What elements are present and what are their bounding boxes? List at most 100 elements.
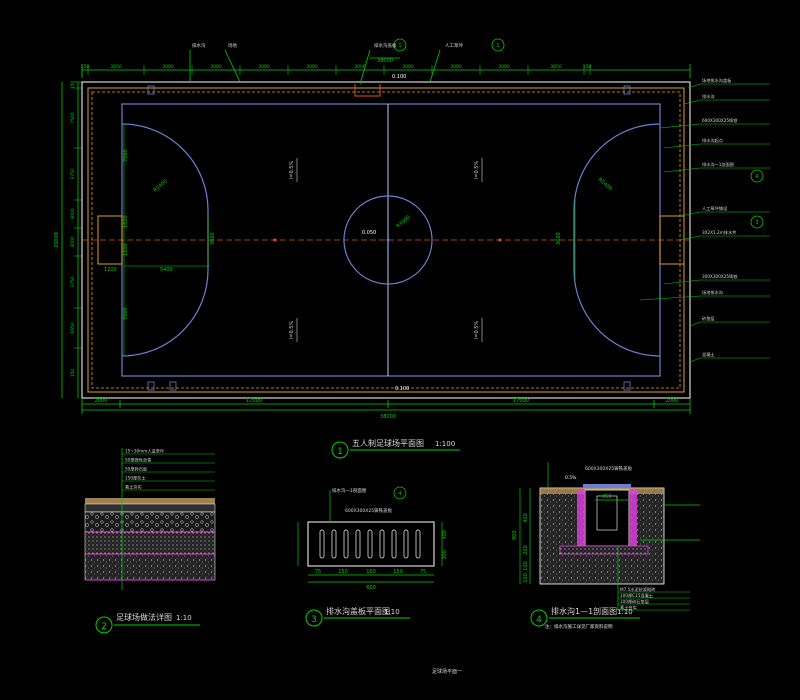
dim-7000-top: 7000 xyxy=(123,149,129,162)
title1-bubble xyxy=(331,441,349,459)
center-circle xyxy=(343,195,433,285)
top-callout-label: 排水沟 xyxy=(192,42,206,49)
top-callout-label: 人工草坪 xyxy=(445,42,463,49)
top-dim-label: 150 xyxy=(583,64,592,70)
title1-scale: 1:100 xyxy=(435,440,455,448)
right-callouts: 场地排水沟盖板排水沟600X300X25铸铁排水沟起点排水沟一1剖面图人工草坪铺… xyxy=(639,77,770,363)
grate-slot xyxy=(403,529,409,559)
dim-center-radius: R3000 xyxy=(395,215,411,230)
title2-text: 足球场做法详图 xyxy=(116,612,172,622)
detail4-top-note: 600X300X25铸铁盖板 xyxy=(585,465,633,472)
sheet-title: 足球场平面一 xyxy=(432,668,462,675)
detail3-dim-label: 150 xyxy=(393,569,403,575)
right-callout-leader xyxy=(663,143,701,149)
callout-bubble-top-1: 1 xyxy=(398,43,401,49)
bottom-dim-label: 2000 xyxy=(95,398,108,404)
right-penalty-spot xyxy=(498,238,502,242)
top-callout-labels: 排水沟场地排水沟盖板人工草坪 xyxy=(192,42,463,49)
detail3-callout-a: 排水沟一1剖面图 xyxy=(332,487,367,494)
title2-bubble xyxy=(95,616,113,634)
top-dim-label: 150 xyxy=(81,64,90,70)
grate-slot xyxy=(379,529,385,559)
grate-outline xyxy=(307,521,435,567)
right-callout-label: 排水沟一1剖面图 xyxy=(702,161,734,168)
detail3-dim-label: 150 xyxy=(338,569,348,575)
slope-label: i=0.5% xyxy=(289,161,295,180)
grate-slot xyxy=(355,529,361,559)
detail4-slope: 0.5% xyxy=(565,475,577,481)
top-callout-label: 排水沟盖板 xyxy=(374,42,397,49)
layer-label: 50厚弹性沥青 xyxy=(125,457,151,464)
dim-r5400-right: R5400 xyxy=(597,177,613,192)
top-callouts xyxy=(189,38,505,85)
top-gate xyxy=(354,84,381,97)
dim-r5400-left: R5400 xyxy=(152,179,168,194)
detail3-dim-label: 75 xyxy=(315,569,321,575)
right-callout-label: 混凝土 xyxy=(702,351,715,358)
right-callout-leader xyxy=(659,123,701,129)
title4-text: 排水沟1—1剖面图 xyxy=(551,606,617,616)
dim-5400: 5400 xyxy=(160,267,173,273)
slope-labels: i=0.5%i=0.5%i=0.5%i=0.5% xyxy=(289,158,483,342)
title4-number: 4 xyxy=(536,615,542,625)
detail3-dim-label: 150 xyxy=(366,569,376,575)
bottom-dimension-chain xyxy=(81,398,691,414)
grate-slot xyxy=(319,529,325,559)
right-callout-leader xyxy=(689,321,701,327)
detail4-note: 100厚C15混凝土 xyxy=(620,592,653,599)
right-callout-label: 场地排水沟 xyxy=(702,289,723,296)
callout-bubble-top-2: 1 xyxy=(496,43,499,49)
detail3-total: 600 xyxy=(366,585,376,591)
left-dim-label: 3000 xyxy=(70,208,76,220)
center-elevation: 0.050 xyxy=(362,230,376,236)
bottom-elevation: 0.100 xyxy=(395,386,409,392)
left-dim-label: 3000 xyxy=(70,236,76,248)
right-callout-label: 3X2X1.2m排水井 xyxy=(702,229,736,236)
right-callout-label: 600X300X25铸铁 xyxy=(702,117,738,124)
callout-bubble-right-2: 3 xyxy=(755,220,758,226)
top-elevation: 0.100 xyxy=(392,74,406,80)
layer-label: 15~30mm人造草坪 xyxy=(125,448,164,455)
detail4-side-dim: 400 xyxy=(523,513,529,523)
left-dim-label: 1650 xyxy=(70,322,76,334)
right-callout-label: 排水沟起点 xyxy=(702,137,723,144)
right-callout-leader xyxy=(679,235,701,241)
detail4-width: 350 xyxy=(602,494,612,500)
right-callout-label: 人工草坪铺设 xyxy=(702,205,728,212)
right-callout-leader xyxy=(687,83,701,89)
detail4-side-dim: 100 xyxy=(523,573,529,583)
layer-label: 素土夯实 xyxy=(125,484,142,491)
left-penalty-spot xyxy=(273,238,277,242)
dim-1200: 1200 xyxy=(104,267,117,273)
grate-slots xyxy=(319,529,421,559)
title2-scale: 1:10 xyxy=(176,614,192,622)
detail4-side-dim: 200 xyxy=(523,545,529,555)
detail4-bottom-note: 注：排水沟施工详见厂家资料说明 xyxy=(545,623,613,630)
right-callout-leader xyxy=(689,357,701,363)
right-callout-leader xyxy=(679,211,701,217)
title3-number: 3 xyxy=(311,615,317,625)
right-callout-label: 砂垫层 xyxy=(702,315,715,322)
top-dim-label: 3850 xyxy=(550,64,562,70)
grate-slot xyxy=(331,529,337,559)
title1-number: 1 xyxy=(337,447,343,457)
detail3-dim-label: 75 xyxy=(420,569,426,575)
dim-7000-bottom: 7000 xyxy=(123,307,129,320)
top-dim-label: 3000 xyxy=(402,64,414,70)
title2-number: 2 xyxy=(101,622,107,632)
top-dim-label: 3000 xyxy=(306,64,318,70)
slope-label: i=0.5% xyxy=(289,321,295,340)
right-callout-label: 300X300X25铸铁 xyxy=(702,273,738,280)
left-dim-label: 150 xyxy=(70,81,76,90)
grate-slot xyxy=(367,529,373,559)
drain-grates xyxy=(147,85,631,391)
right-callout-label: 排水沟 xyxy=(702,93,715,100)
